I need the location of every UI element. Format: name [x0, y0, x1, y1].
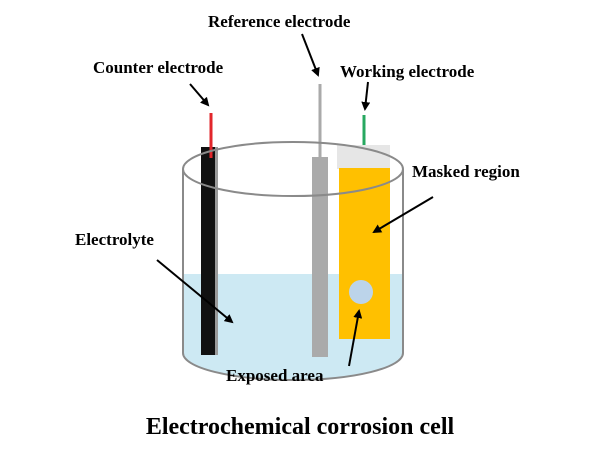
label-electrolyte: Electrolyte — [75, 230, 154, 249]
diagram-caption: Electrochemical corrosion cell — [146, 414, 455, 440]
arrow-electrolyte — [156, 259, 234, 324]
reference-electrode — [312, 84, 328, 357]
label-reference-electrode: Reference electrode — [208, 12, 351, 31]
arrow-exposed — [348, 309, 363, 367]
exposed-area-spot — [349, 280, 373, 304]
arrow-working — [361, 81, 371, 111]
label-exposed-area: Exposed area — [226, 366, 324, 385]
arrow-reference — [301, 33, 320, 77]
label-working-electrode: Working electrode — [340, 62, 475, 81]
working-electrode — [337, 115, 390, 339]
beaker — [182, 169, 404, 381]
arrow-masked — [372, 196, 434, 234]
label-masked-region: Masked region — [412, 162, 520, 181]
beaker-rim — [182, 141, 404, 197]
arrow-counter — [189, 83, 210, 107]
callout-arrows — [156, 33, 434, 367]
label-counter-electrode: Counter electrode — [93, 58, 224, 77]
